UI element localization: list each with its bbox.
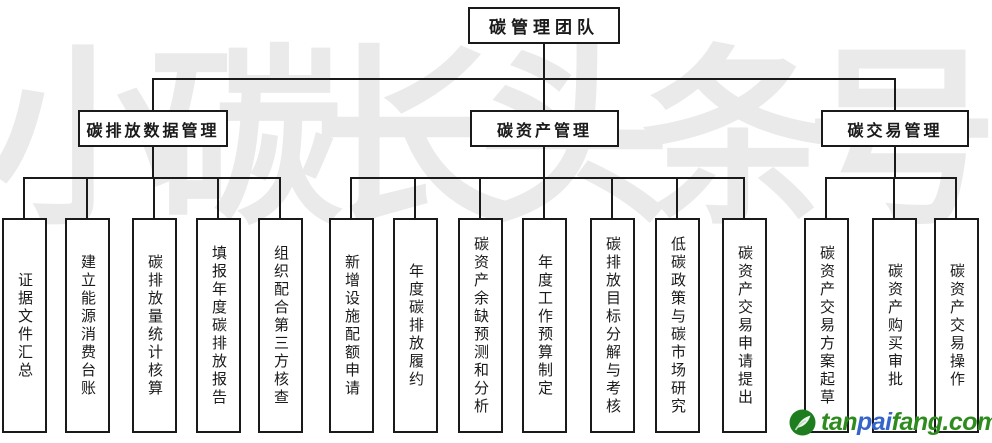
task-label: 新增设施配额申请 bbox=[343, 253, 360, 398]
connector-leaf-stem bbox=[86, 177, 88, 218]
task-box: 填报年度碳排放报告 bbox=[196, 218, 241, 433]
task-label: 证据文件汇总 bbox=[16, 271, 33, 380]
task-label: 年度工作预算制定 bbox=[536, 253, 553, 398]
task-label: 碳排放量统计核算 bbox=[146, 253, 163, 398]
connector-root-stem bbox=[543, 44, 545, 80]
logo-wordmark: tanpaifang.com bbox=[821, 410, 992, 435]
task-box: 碳排放目标分解与考核 bbox=[590, 218, 635, 433]
connector-leaf-stem bbox=[543, 177, 545, 218]
task-box: 年度碳排放履约 bbox=[393, 218, 438, 433]
task-box: 证据文件汇总 bbox=[2, 218, 47, 433]
task-box: 碳资产余缺预测和分析 bbox=[458, 218, 503, 433]
task-label: 年度碳排放履约 bbox=[407, 262, 424, 389]
connector-leaf-stem bbox=[279, 177, 281, 218]
logo-segment: fang bbox=[891, 408, 943, 436]
connector-leaf-stem bbox=[217, 177, 219, 218]
connector-leaf-stem bbox=[350, 177, 352, 218]
org-box-group-carbon-trading: 碳交易管理 bbox=[821, 110, 969, 147]
connector-leaf-stem bbox=[893, 177, 895, 218]
connector-group3-stem bbox=[894, 147, 896, 177]
task-box: 碳排放量统计核算 bbox=[132, 218, 177, 433]
logo-segment: .com bbox=[942, 408, 992, 436]
task-label: 碳资产交易操作 bbox=[948, 262, 965, 389]
connector-group1-horizontal bbox=[23, 177, 281, 179]
task-box: 新增设施配额申请 bbox=[329, 218, 374, 433]
connector-drop-group1 bbox=[152, 78, 154, 110]
logo-segment: pai bbox=[857, 408, 892, 436]
task-box: 组织配合第三方核查 bbox=[258, 218, 303, 433]
connector-group2-stem bbox=[543, 147, 545, 177]
task-box: 碳资产购买审批 bbox=[872, 218, 917, 433]
connector-leaf-stem bbox=[611, 177, 613, 218]
leaf-circle-icon bbox=[789, 409, 816, 436]
task-box: 年度工作预算制定 bbox=[522, 218, 567, 433]
site-logo: tanpaifang.com bbox=[789, 409, 992, 436]
task-label: 组织配合第三方核查 bbox=[272, 244, 289, 407]
task-box: 建立能源消费台账 bbox=[65, 218, 110, 433]
org-box-group-carbon-asset: 碳资产管理 bbox=[470, 110, 619, 147]
task-box: 低碳政策与碳市场研究 bbox=[655, 218, 700, 433]
logo-segment: tan bbox=[821, 408, 858, 436]
task-label: 低碳政策与碳市场研究 bbox=[669, 235, 686, 416]
task-label: 碳排放目标分解与考核 bbox=[604, 235, 621, 416]
task-label: 碳资产交易方案起草 bbox=[818, 244, 835, 407]
connector-group2-horizontal bbox=[350, 177, 745, 179]
task-label: 碳资产购买审批 bbox=[886, 262, 903, 389]
task-label: 碳资产交易申请提出 bbox=[736, 244, 753, 407]
connector-leaf-stem bbox=[479, 177, 481, 218]
connector-main-horizontal bbox=[152, 78, 896, 80]
connector-leaf-stem bbox=[676, 177, 678, 218]
connector-group3-horizontal bbox=[825, 177, 957, 179]
task-box: 碳资产交易操作 bbox=[934, 218, 979, 433]
org-box-root: 碳管理团队 bbox=[468, 7, 620, 44]
task-box: 碳资产交易申请提出 bbox=[722, 218, 767, 433]
connector-leaf-stem bbox=[23, 177, 25, 218]
connector-leaf-stem bbox=[414, 177, 416, 218]
org-box-group-emission-data: 碳排放数据管理 bbox=[78, 110, 228, 147]
connector-leaf-stem bbox=[955, 177, 957, 218]
task-label: 建立能源消费台账 bbox=[79, 253, 96, 398]
connector-leaf-stem bbox=[743, 177, 745, 218]
task-label: 碳资产余缺预测和分析 bbox=[472, 235, 489, 416]
connector-leaf-stem bbox=[825, 177, 827, 218]
connector-drop-group2 bbox=[543, 78, 545, 110]
connector-leaf-stem bbox=[153, 177, 155, 218]
connector-drop-group3 bbox=[894, 78, 896, 110]
task-box: 碳资产交易方案起草 bbox=[804, 218, 849, 433]
task-label: 填报年度碳排放报告 bbox=[210, 244, 227, 407]
connector-group1-stem bbox=[152, 147, 154, 177]
